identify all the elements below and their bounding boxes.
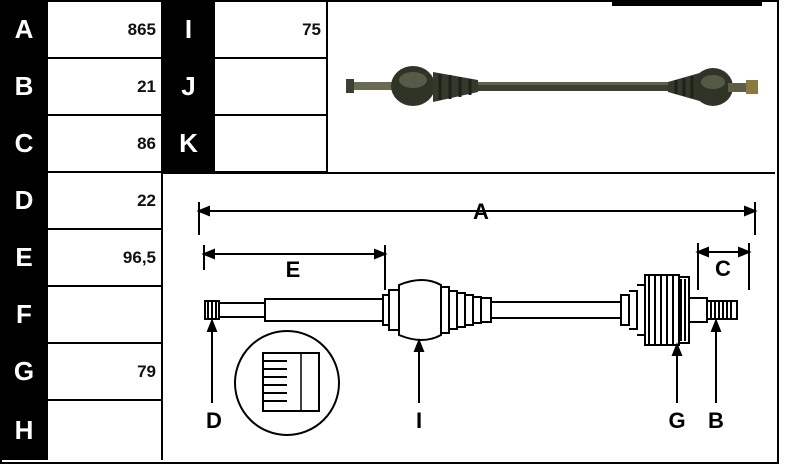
dimension-label-a: A: [473, 199, 489, 224]
spec-row-d: D 22: [0, 173, 162, 230]
spec-row-a: A 865: [0, 2, 162, 59]
spec-row-i: I 75: [162, 2, 327, 59]
spec-row-b: B 21: [0, 59, 162, 116]
spec-letter: K: [162, 116, 215, 171]
spec-letter: A: [0, 2, 48, 57]
column-divider: [161, 2, 163, 460]
spec-value: 22: [137, 190, 156, 210]
spec-row-h: H: [0, 401, 162, 460]
spec-letter: J: [162, 59, 215, 114]
spec-letter: H: [0, 401, 48, 460]
callout-label-g: G: [668, 408, 685, 433]
driveshaft-diagram: A E C D I G B: [196, 199, 758, 436]
spec-row-e: E 96,5: [0, 230, 162, 287]
spec-value: 96,5: [122, 247, 156, 267]
spec-letter: E: [0, 230, 48, 285]
section-divider: [162, 172, 775, 174]
spec-row-c: C 86: [0, 116, 162, 173]
dimension-label-e: E: [286, 257, 301, 282]
spec-row-j: J: [162, 59, 327, 116]
spec-row-k: K: [162, 116, 327, 173]
spec-row-f: F: [0, 287, 162, 344]
callout-label-b: B: [708, 408, 724, 433]
callout-label-i: I: [416, 408, 422, 433]
column-divider: [326, 2, 328, 173]
spec-value: 75: [302, 19, 321, 39]
spec-value: [48, 401, 162, 460]
callout-label-d: D: [206, 408, 222, 433]
spec-value: 79: [137, 361, 156, 381]
diagram-drawing: [196, 202, 758, 436]
spec-letter: C: [0, 116, 48, 171]
driveshaft-photo-render: [346, 66, 758, 106]
spec-letter: I: [162, 2, 215, 57]
spec-letter: F: [0, 287, 48, 342]
spec-value: 21: [137, 76, 156, 96]
spec-letter: G: [0, 344, 48, 399]
spec-value: [215, 59, 327, 114]
spec-letter: B: [0, 59, 48, 114]
spec-value: 865: [127, 19, 156, 39]
driveshaft-photo: [346, 66, 758, 106]
dimension-label-c: C: [715, 256, 731, 281]
spec-value: [215, 116, 327, 171]
spec-row-g: G 79: [0, 344, 162, 401]
spec-value: [48, 287, 162, 342]
spec-value: 86: [137, 133, 156, 153]
spec-sheet-frame: [0, 0, 779, 464]
spec-letter: D: [0, 173, 48, 228]
top-edge-mark: [612, 0, 762, 6]
